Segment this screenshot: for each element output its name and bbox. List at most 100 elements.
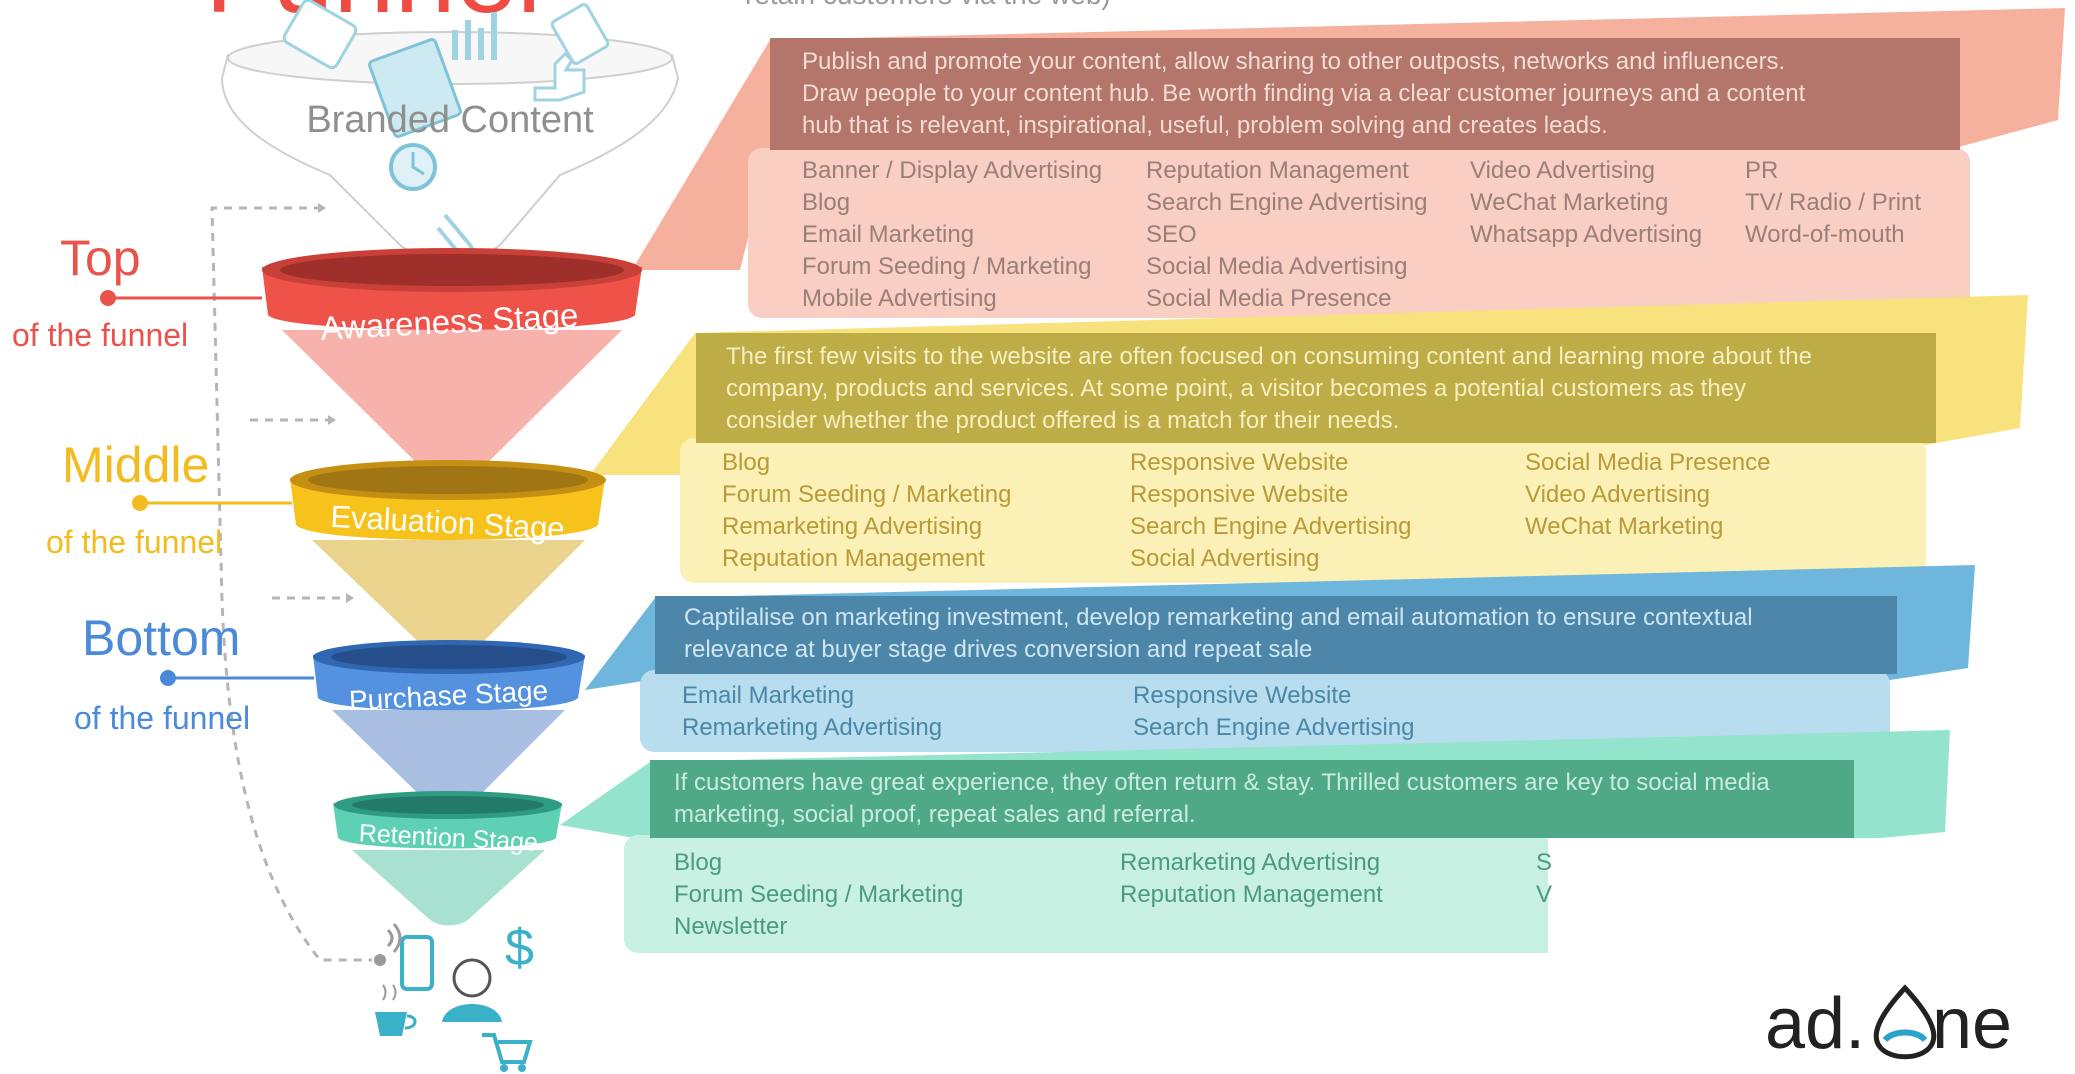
retention-text: If customers have great experience, they… (674, 769, 1770, 940)
smartphone-icon (400, 935, 434, 991)
list-item: Forum Seeding / Marketing (722, 481, 1011, 508)
bottom-icon-cluster: $ (374, 919, 534, 1072)
evaluation-description-band (696, 333, 1936, 443)
list-item: Remarketing Advertising (1120, 849, 1380, 876)
level-title: Bottom (82, 610, 240, 666)
list-item: Social Advertising (1130, 545, 1319, 572)
coffee-cup-icon (375, 1012, 407, 1036)
evaluation-stage-band: Evaluation Stage (290, 460, 606, 663)
level-subtitle: of the funnel (74, 700, 250, 736)
level-subtitle: of the funnel (46, 524, 222, 560)
logo-text-left: ad. (1765, 984, 1865, 1064)
awareness-description-band (770, 38, 1960, 150)
list-item: Search Engine Advertising (1133, 714, 1415, 741)
list-item: Reputation Management (722, 545, 985, 572)
purchase-description-line: relevance at buyer stage drives conversi… (684, 636, 1312, 663)
list-item: Search Engine Advertising (1130, 513, 1412, 540)
list-item: Social Media Presence (1146, 285, 1391, 312)
list-item: Blog (722, 449, 770, 476)
note-icon (550, 3, 610, 65)
logo-text-right: ne (1932, 984, 2012, 1064)
purchase-description-line: Captilalise on marketing investment, dev… (684, 604, 1753, 631)
purchase-description-band (655, 596, 1897, 674)
list-item: Video Advertising (1470, 157, 1655, 184)
list-item: Newsletter (674, 913, 787, 940)
branded-content-funnel: Branded Content (220, 0, 680, 259)
list-item: Banner / Display Advertising (802, 157, 1102, 184)
evaluation-description-line: consider whether the product offered is … (726, 407, 1399, 434)
tablet-icon (282, 0, 358, 70)
wifi-icon (386, 923, 402, 953)
awareness-stage-band: Awareness Stage (262, 248, 642, 489)
list-item: Whatsapp Advertising (1470, 221, 1702, 248)
purchase-info-panel (640, 670, 1890, 752)
list-item: Search Engine Advertising (1146, 189, 1428, 216)
list-item: Word-of-mouth (1745, 221, 1905, 248)
header-title: Funnel (205, 0, 541, 36)
awareness-description-line: Publish and promote your content, allow … (802, 48, 1785, 75)
top-level-label: Top of the funnel (12, 230, 262, 353)
list-item: Reputation Management (1146, 157, 1409, 184)
purchase-text: Captilalise on marketing investment, dev… (682, 604, 1753, 741)
list-item: PR (1745, 157, 1778, 184)
branded-content-label: Branded Content (306, 99, 594, 141)
list-item: V (1536, 881, 1552, 908)
list-item: TV/ Radio / Print (1745, 189, 1921, 216)
list-item: Reputation Management (1120, 881, 1383, 908)
list-item: Forum Seeding / Marketing (674, 881, 963, 908)
level-dot (132, 495, 148, 511)
list-item: Remarketing Advertising (722, 513, 982, 540)
list-item: WeChat Marketing (1470, 189, 1668, 216)
user-icon (452, 958, 492, 998)
awareness-description-line: hub that is relevant, inspirational, use… (802, 112, 1608, 139)
purchase-ribbon-group (585, 565, 1975, 752)
list-item: Blog (802, 189, 850, 216)
retention-description-line: If customers have great experience, they… (674, 769, 1770, 796)
logo-drop-icon (1873, 984, 1937, 1060)
list-item: S (1536, 849, 1552, 876)
list-item: Responsive Website (1130, 449, 1348, 476)
list-item: SEO (1146, 221, 1197, 248)
list-item: Social Media Presence (1525, 449, 1770, 476)
level-dot (160, 670, 176, 686)
middle-level-label: Middle of the funnel (46, 437, 292, 560)
awareness-text: Publish and promote your content, allow … (802, 48, 1921, 312)
list-item: Video Advertising (1525, 481, 1710, 508)
evaluation-info-panel (680, 438, 1926, 583)
list-item: Email Marketing (802, 221, 974, 248)
list-item: Mobile Advertising (802, 285, 997, 312)
list-item: Remarketing Advertising (682, 714, 942, 741)
evaluation-description-line: The first few visits to the website are … (726, 343, 1812, 370)
retention-description-band (650, 760, 1854, 838)
list-item: WeChat Marketing (1525, 513, 1723, 540)
list-item: Social Media Advertising (1146, 253, 1407, 280)
adone-logo: ad. ne (1765, 984, 2012, 1064)
purchase-stage-band: Purchase Stage (313, 640, 585, 813)
dollar-icon: $ (505, 919, 534, 977)
awareness-description-line: Draw people to your content hub. Be wort… (802, 80, 1806, 107)
header-subtitle: retain customers via the web) (745, 0, 1111, 10)
dashed-connector (210, 206, 372, 962)
level-title: Middle (62, 437, 209, 493)
level-title: Top (60, 230, 141, 286)
evaluation-description-line: company, products and services. At some … (726, 375, 1746, 402)
shopping-cart-icon (482, 1033, 533, 1064)
list-item: Email Marketing (682, 682, 854, 709)
document-icon (368, 38, 462, 138)
bar-chart-icon (452, 12, 497, 60)
awareness-info-panel (748, 148, 1970, 318)
list-item: Forum Seeding / Marketing (802, 253, 1091, 280)
evaluation-ribbon-group (590, 295, 2028, 583)
list-item: Blog (674, 849, 722, 876)
retention-description-line: marketing, social proof, repeat sales an… (674, 801, 1196, 828)
awareness-ribbon-group (632, 8, 2065, 318)
list-item: Responsive Website (1133, 682, 1351, 709)
occlusion-block (1548, 838, 1878, 958)
thumbs-up-icon (533, 51, 586, 102)
level-dot (100, 290, 116, 306)
list-item: Responsive Website (1130, 481, 1348, 508)
retention-stage-band: Retention Stage (333, 791, 562, 926)
evaluation-text: The first few visits to the website are … (722, 343, 1812, 572)
bottom-level-label: Bottom of the funnel (74, 610, 314, 736)
